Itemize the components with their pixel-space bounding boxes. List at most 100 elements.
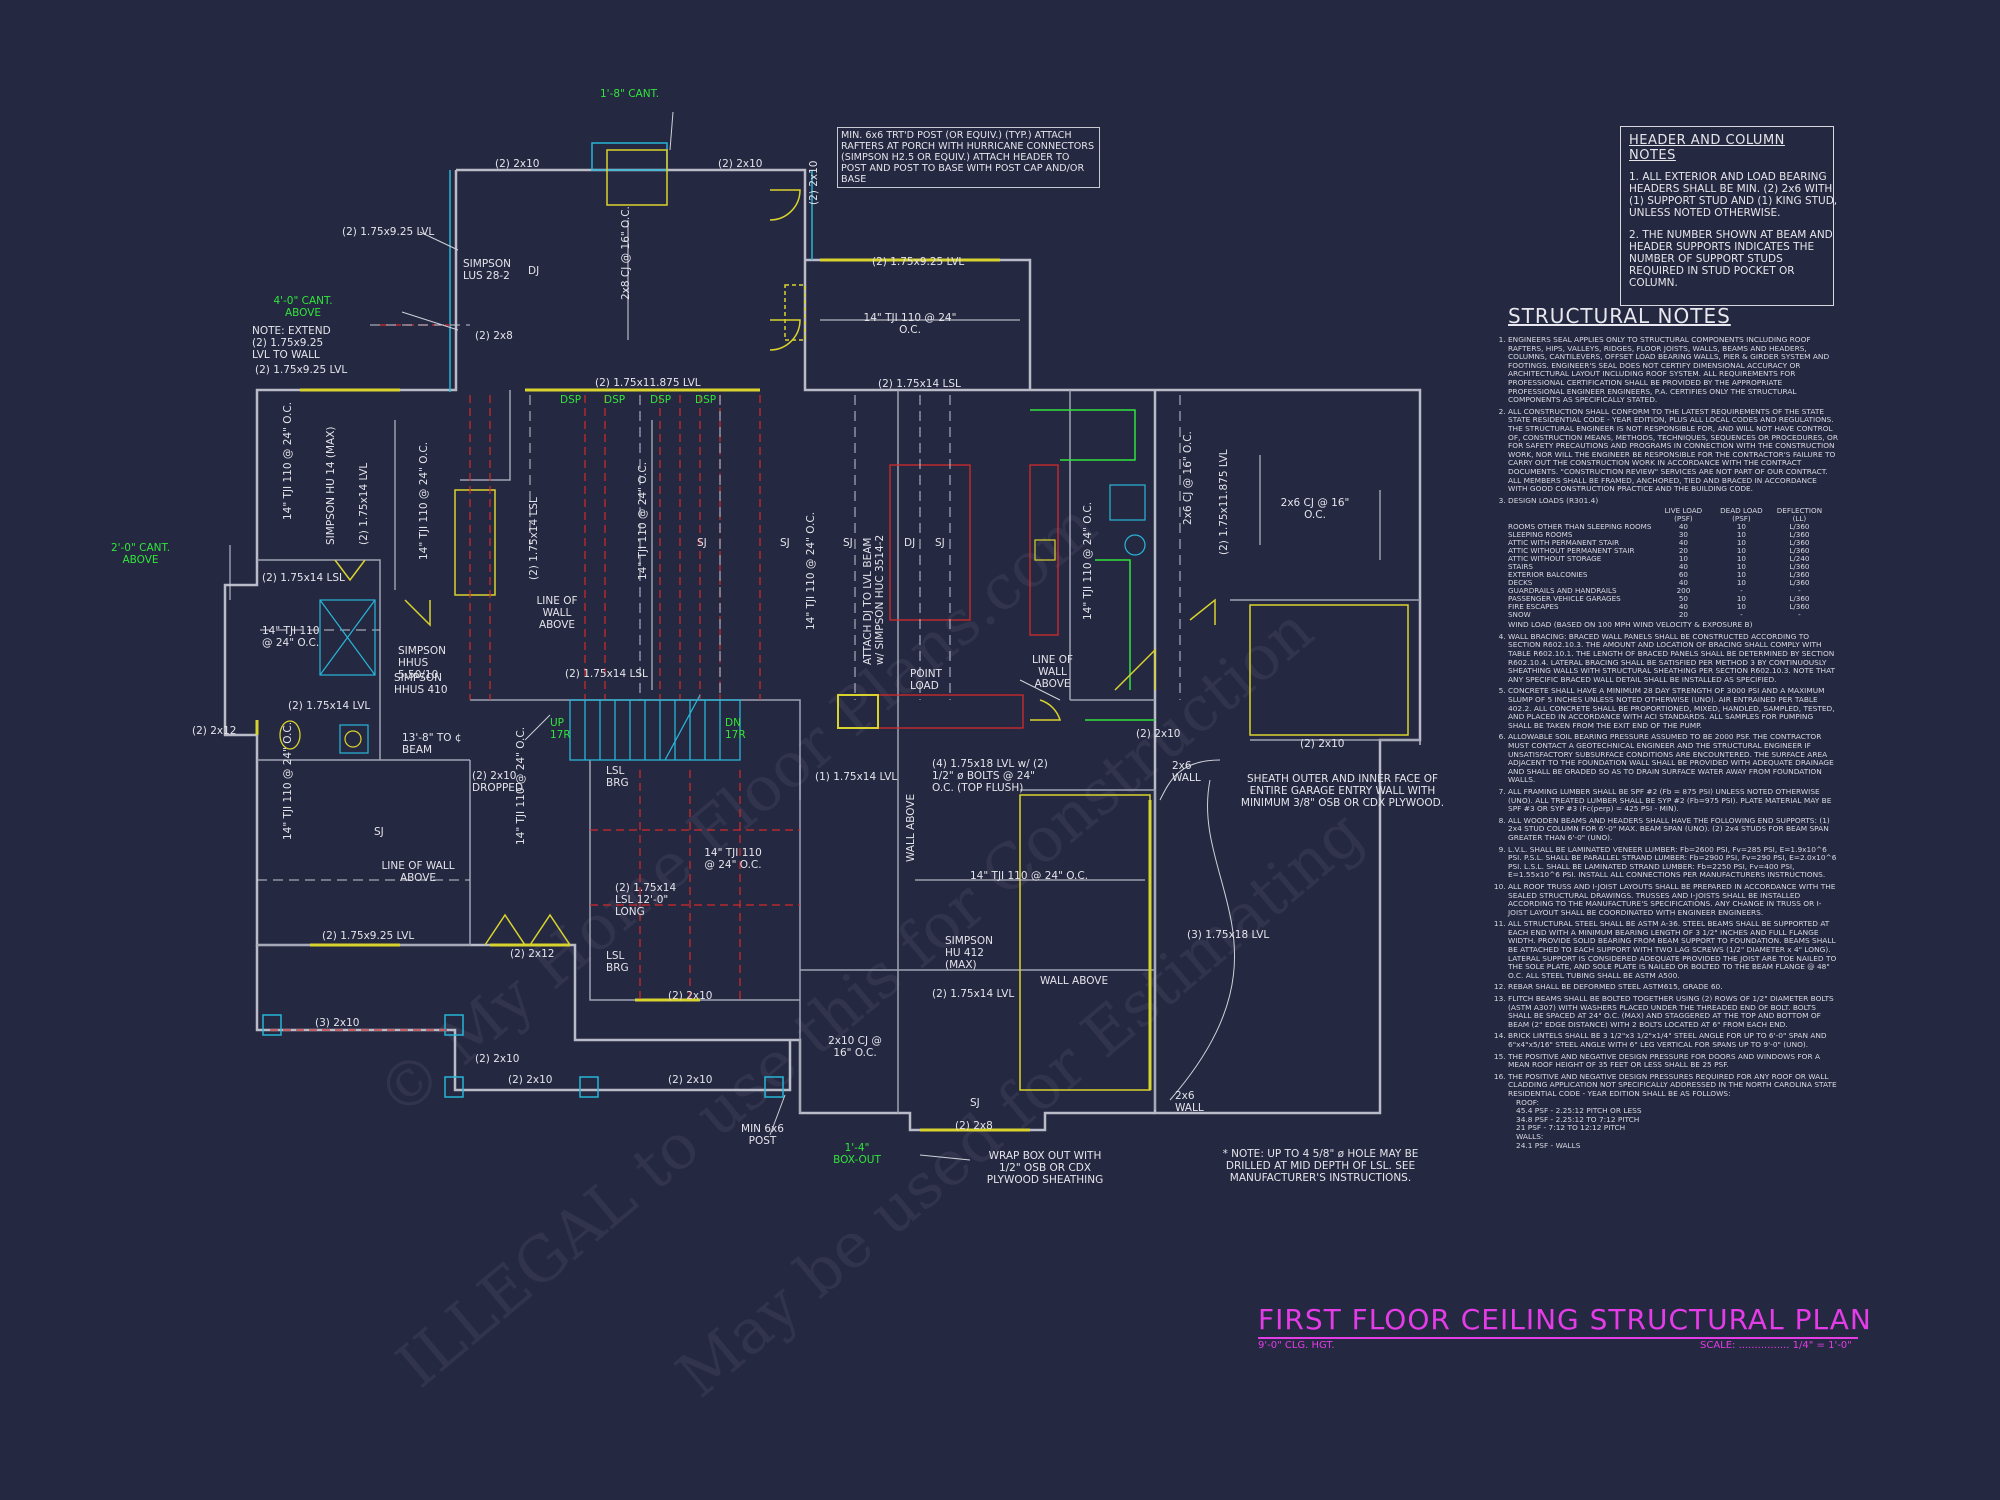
loads-cell-value: L/360 — [1789, 594, 1810, 604]
dimension-lines — [394, 220, 1381, 881]
loads-cell-value: 10 — [1678, 554, 1688, 564]
loads-cell-value: 40 — [1678, 522, 1688, 532]
loads-cell-value: 20 — [1678, 610, 1688, 620]
porch-outline — [262, 142, 813, 1098]
loads-cell-value: L/360 — [1789, 578, 1810, 588]
label-lvl-lower: (2) 1.75x14 LVL — [932, 988, 1015, 1000]
loads-cell-value: L/360 — [1789, 570, 1810, 580]
loads-cell-value: 10 — [1736, 546, 1746, 556]
label-dropped: (2) 2x10 DROPPED — [472, 770, 524, 794]
pressure-item: 34.8 PSF - 2.25:12 TO 7:12 PITCH — [1516, 1114, 1640, 1124]
structural-notes-title: STRUCTURAL NOTES — [1508, 304, 1731, 328]
pressure-item: 21 PSF - 7:12 TO 12:12 PITCH — [1516, 1123, 1626, 1133]
label-dsp-3: DSP — [650, 394, 672, 406]
loads-cell-label: FIRE ESCAPES — [1508, 602, 1559, 612]
label-lsl-mid: (2) 1.75x14 LSL — [565, 668, 648, 680]
label-tji-230: 14" TJI 110 @ 24" O.C. — [418, 441, 430, 560]
label-wrap: WRAP BOX OUT WITH 1/2" OSB OR CDX PLYWOO… — [986, 1150, 1104, 1186]
label-cj-2x10-lower: 2x10 CJ @ 16" O.C. — [828, 1035, 882, 1059]
label-lsl-top: (2) 1.75x14 LSL — [878, 378, 961, 390]
loads-cell-value: 10 — [1736, 602, 1746, 612]
label-sj-1: SJ — [697, 537, 707, 549]
door-swings — [334, 189, 1216, 946]
label-line-wall-2: LINE OF WALL ABOVE — [1031, 654, 1074, 690]
loads-cell-value: - — [1740, 586, 1743, 596]
loads-cell-value: 10 — [1736, 570, 1746, 580]
loads-cell-value: 10 — [1736, 530, 1746, 540]
label-tji-foyer: 14" TJI 110 @ 24" O.C. — [515, 726, 527, 845]
wind-load: WIND LOAD (BASED ON 100 MPH WIND VELOCIT… — [1508, 620, 1753, 630]
loads-cell-value: 10 — [1736, 554, 1746, 564]
label-lsl-12long: (2) 1.75x14 LSL 12'-0" LONG — [615, 882, 677, 918]
loads-cell-value: 10 — [1736, 578, 1746, 588]
loads-cell-value: 30 — [1678, 530, 1688, 540]
label-lsl-vert: (2) 1.75x14 LSL — [528, 497, 540, 580]
label-tji-top: 14" TJI 110 @ 24" O.C. — [863, 312, 957, 336]
structural-notes: STRUCTURAL NOTES ENGINEERS SEAL APPLIES … — [1488, 304, 1838, 1153]
loads-cell-value: L/360 — [1789, 602, 1810, 612]
label-line-wall-3: LINE OF WALL ABOVE — [381, 860, 455, 884]
loads-cell-value: 10 — [1736, 562, 1746, 572]
label-lvl-left-b: (2) 1.75x14 LVL — [288, 700, 371, 712]
loads-header-live: LIVE LOAD (PSF) — [1664, 506, 1703, 524]
toilet-left — [279, 720, 301, 750]
loads-cell-value: 200 — [1676, 586, 1691, 596]
label-attach-dj: ATTACH DJ TO LVL BEAM w/ SIMPSON HUC 351… — [862, 534, 886, 665]
loads-cell-value: - — [1740, 610, 1743, 620]
label-lvl-925-b: (2) 1.75x9.25 LVL — [255, 364, 348, 376]
loads-cell-label: ATTIC WITHOUT PERMANENT STAIR — [1508, 546, 1635, 556]
label-lvl-1-75x18: (3) 1.75x18 LVL — [1187, 929, 1270, 941]
label-sj-dining: SJ — [374, 826, 384, 838]
fixtures — [319, 484, 1146, 754]
label-point-load: POINT LOAD — [910, 668, 942, 692]
loads-cell-label: SNOW — [1508, 610, 1531, 620]
structural-note-7: ALL FRAMING LUMBER SHALL BE SPF #2 (Fb =… — [1508, 787, 1838, 814]
structural-note-9: L.V.L. SHALL BE LAMINATED VENEER LUMBER:… — [1508, 845, 1838, 880]
label-box-out: 1'-4" BOX-OUT — [833, 1142, 881, 1166]
label-dn-stair: DN 17R — [725, 717, 746, 741]
label-cant-left: 2'-0" CANT. ABOVE — [110, 542, 171, 566]
label-dsp-4: DSP — [695, 394, 717, 406]
label-2x8-top: (2) 2x8 — [475, 330, 513, 342]
loads-cell-value: L/360 — [1789, 522, 1810, 532]
label-wall-above-h: WALL ABOVE — [1040, 975, 1109, 987]
label-2x10-porch-a: (3) 2x10 — [315, 1017, 360, 1029]
loads-header-defl: DEFLECTION (LL) — [1776, 506, 1823, 524]
loads-cell-value: - — [1798, 586, 1801, 596]
plan-title-underline — [1258, 1337, 1858, 1339]
cant-top-label: 1'-8" CANT. — [600, 88, 660, 100]
stairs — [569, 694, 741, 761]
plan-height: 9'-0" CLG. HGT. — [1258, 1340, 1335, 1351]
structural-note-16: THE POSITIVE AND NEGATIVE DESIGN PRESSUR… — [1508, 1072, 1838, 1150]
label-sj-4: SJ — [935, 537, 945, 549]
label-dsp-2: DSP — [604, 394, 626, 406]
watermark-copyright: © My Home Floor Plans.com — [363, 488, 1110, 1132]
header-note-2: 2. THE NUMBER SHOWN AT BEAM AND HEADER S… — [1629, 229, 1833, 289]
loads-cell-value: L/240 — [1789, 554, 1810, 564]
loads-cell-label: STAIRS — [1508, 562, 1533, 572]
label-hole-note: * NOTE: UP TO 4 5/8" ø HOLE MAY BE DRILL… — [1222, 1148, 1419, 1184]
design-loads-table: LIVE LOAD (PSF) DEAD LOAD (PSF) DEFLECTI… — [1508, 507, 1831, 619]
label-simpson-hu: SIMPSON HU 412 (MAX) — [945, 935, 993, 971]
structural-note-3: DESIGN LOADS (R301.4) LIVE LOAD (PSF) DE… — [1508, 496, 1838, 630]
label-simpson-hhus410: SIMPSON HHUS 410 — [394, 672, 448, 696]
label-tji-dining: 14" TJI 110 @ 24" O.C. — [282, 721, 294, 840]
loads-cell-label: ATTIC WITH PERMANENT STAIR — [1508, 538, 1620, 548]
structural-note-6: ALLOWABLE SOIL BEARING PRESSURE ASSUMED … — [1508, 733, 1838, 785]
label-sj-3: SJ — [843, 537, 853, 549]
pressure-item: WALLS: — [1516, 1131, 1544, 1141]
loads-cell-value: L/360 — [1789, 530, 1810, 540]
label-2x8-lower: (2) 2x8 — [955, 1120, 993, 1132]
structural-note-14: BRICK LINTELS SHALL BE 3 1/2"x3 1/2"x1/4… — [1508, 1032, 1838, 1049]
label-sj-lower: SJ — [970, 1097, 980, 1109]
label-top-2x10-b: (2) 2x10 — [718, 158, 763, 170]
header-note-1: 1. ALL EXTERIOR AND LOAD BEARING HEADERS… — [1629, 171, 1838, 219]
interior-walls — [257, 390, 1420, 1113]
